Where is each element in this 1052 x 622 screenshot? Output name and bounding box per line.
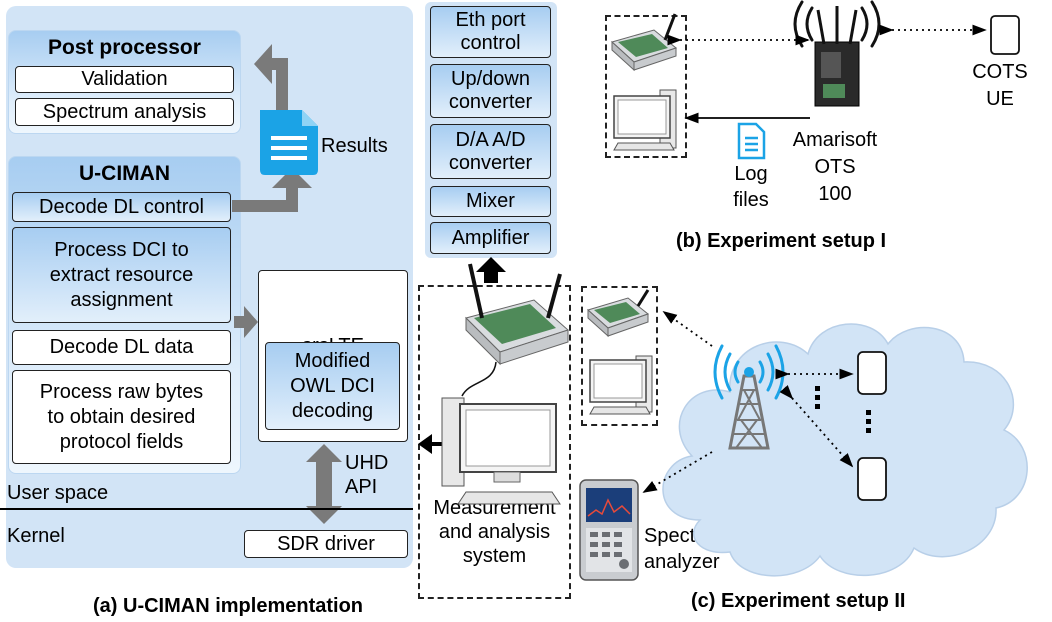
process-dci-line3: assignment — [70, 288, 173, 311]
process-dci-box: Process DCI to extract resource assignme… — [12, 227, 231, 323]
spectrum-analysis-box: Spectrum analysis — [15, 98, 234, 126]
amarisoft-label: Amarisoft OTS 100 — [782, 127, 888, 208]
amarisoft-line3: 100 — [818, 183, 852, 205]
base-station-label: Commercial base station — [677, 443, 821, 495]
amarisoft-line2: OTS — [814, 156, 856, 178]
setup-ii-host-frame — [581, 286, 658, 426]
spectrum-line1: Spectrum — [644, 525, 730, 547]
amarisoft-line1: Amarisoft — [792, 129, 878, 151]
log-line1: Log — [734, 163, 768, 185]
user-device-phone-bottom-icon — [857, 457, 887, 501]
setup-ii-host-link — [662, 310, 713, 347]
user-space-label: User space — [7, 482, 109, 504]
process-dci-line1: Process DCI to — [54, 238, 189, 261]
process-raw-line3: protocol fields — [59, 430, 184, 453]
updown-line1: Up/down — [451, 68, 530, 90]
validation-box: Validation — [15, 66, 234, 93]
uhd-label-line1: UHD — [345, 452, 389, 474]
caption-c: (c) Experiment setup II — [691, 590, 906, 612]
variable-line1: Variable — [892, 367, 964, 389]
modified-owl-dci-box: Modified OWL DCI decoding — [265, 342, 400, 430]
variable-line2: number of — [892, 394, 983, 416]
decode-dl-control-box: Decode DL control — [12, 192, 231, 222]
measurement-line1: Measurement — [433, 497, 556, 519]
user-device-phone-top-icon — [857, 351, 887, 395]
amplifier-box: Amplifier — [430, 222, 551, 254]
caption-a: (a) U-CIMAN implementation — [93, 595, 363, 617]
cots-ue-phone-icon — [990, 15, 1020, 55]
cots-line1: COTS — [972, 61, 1028, 83]
signal-waves-icon — [793, 0, 881, 48]
cots-line2: UE — [986, 88, 1014, 110]
log-files-label: Log files — [720, 161, 782, 213]
eth-port-control-box: Eth port control — [430, 6, 551, 58]
cots-ue-label: COTS UE — [962, 59, 1038, 113]
sdr-driver-box: SDR driver — [244, 530, 408, 558]
variable-line3: real user — [892, 421, 970, 443]
eth-line1: Eth port — [455, 9, 526, 31]
updown-line2: converter — [448, 91, 533, 113]
log-file-icon — [737, 122, 766, 160]
mixer-box: Mixer — [430, 186, 551, 217]
results-label: Results — [321, 135, 388, 157]
u-ciman-title: U-CIMAN — [79, 162, 170, 185]
spectrum-analyzer-label: Spectrum analyzer — [644, 523, 730, 575]
uhd-label-line2: API — [345, 476, 378, 498]
variable-devices-label: Variable number of real user devices — [892, 365, 982, 473]
spectrum-line2: analyzer — [644, 551, 720, 573]
amarisoft-ots-icon — [814, 6, 860, 107]
base-station-line1: Commercial — [695, 445, 803, 467]
log-line2: files — [733, 189, 769, 211]
modified-owl-line1: Modified — [294, 349, 371, 372]
post-processor-title: Post processor — [48, 36, 201, 59]
daad-line1: D/A A/D — [455, 128, 526, 151]
measurement-system-label: Measurement and analysis system — [418, 496, 571, 568]
caption-b: (b) Experiment setup I — [676, 230, 887, 252]
process-dci-line2: extract resource — [49, 263, 194, 286]
process-raw-line1: Process raw bytes — [39, 380, 204, 403]
modified-owl-line3: decoding — [291, 399, 374, 422]
eth-line2: control — [460, 32, 521, 54]
setup-i-host-frame — [605, 15, 687, 158]
variable-line4: devices — [892, 448, 960, 470]
process-raw-line2: to obtain desired — [47, 405, 196, 428]
uhd-api-label: UHD API — [345, 451, 388, 499]
measurement-line3: system — [462, 545, 527, 567]
ellipsis-dots — [815, 386, 871, 433]
measurement-to-sdr-arrow — [476, 257, 506, 283]
process-raw-bytes-box: Process raw bytes to obtain desired prot… — [12, 370, 231, 464]
measurement-line2: and analysis — [438, 521, 551, 543]
base-station-line2: base station — [695, 471, 803, 493]
radio-waves-icon — [713, 344, 785, 400]
decode-dl-data-box: Decode DL data — [12, 330, 231, 365]
up-down-converter-box: Up/down converter — [430, 64, 551, 118]
da-ad-converter-box: D/A A/D converter — [430, 124, 551, 179]
kernel-label: Kernel — [7, 525, 65, 547]
spectrum-analyzer-icon — [579, 479, 639, 581]
modified-owl-line2: OWL DCI — [290, 374, 375, 397]
base-station-tower-icon — [728, 367, 770, 450]
daad-line2: converter — [448, 151, 533, 174]
